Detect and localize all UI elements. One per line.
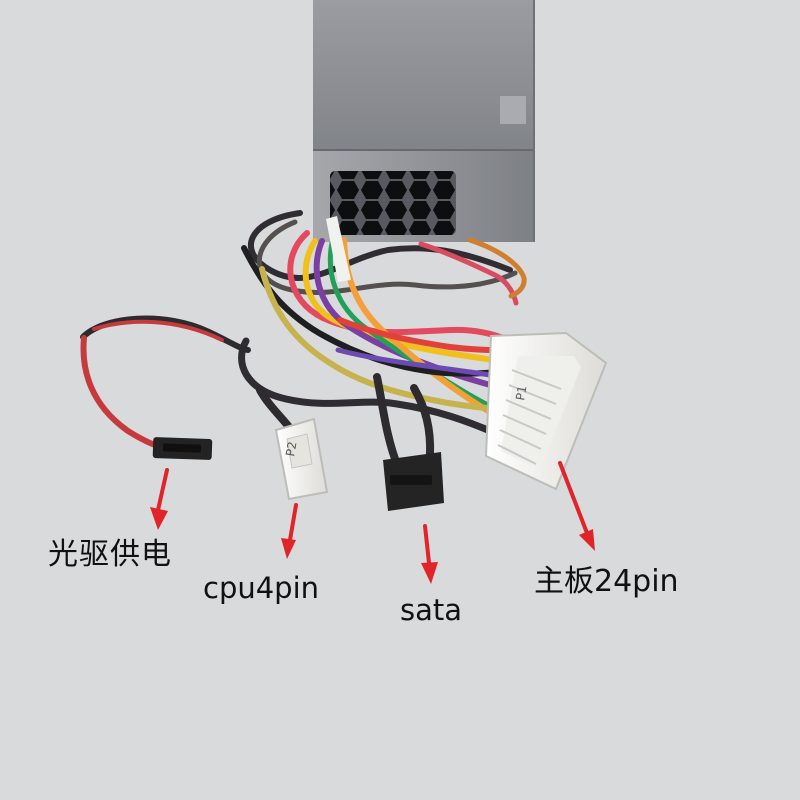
arrow-optical-drive-power xyxy=(150,468,169,530)
cpu-4pin-label: cpu4pin xyxy=(203,571,320,605)
svg-text:P1: P1 xyxy=(513,384,529,401)
motherboard-24pin-label: 主板24pin xyxy=(534,564,679,599)
psu-case xyxy=(313,0,535,242)
arrow-sata xyxy=(421,524,438,584)
svg-text:P2: P2 xyxy=(283,440,299,457)
optical-drive-power-label: 光驱供电 xyxy=(48,537,172,572)
arrow-cpu-4pin xyxy=(281,503,298,559)
cable-tie xyxy=(326,216,351,282)
motherboard-24pin-connector: P1 xyxy=(484,331,608,491)
arrow-motherboard-24pin xyxy=(558,461,595,551)
sata-connector xyxy=(383,452,444,511)
sata-label: sata xyxy=(400,593,463,627)
fan-grille xyxy=(330,171,456,235)
optical-drive-connector xyxy=(152,437,213,460)
cpu-4pin-connector: P2 xyxy=(274,417,329,501)
